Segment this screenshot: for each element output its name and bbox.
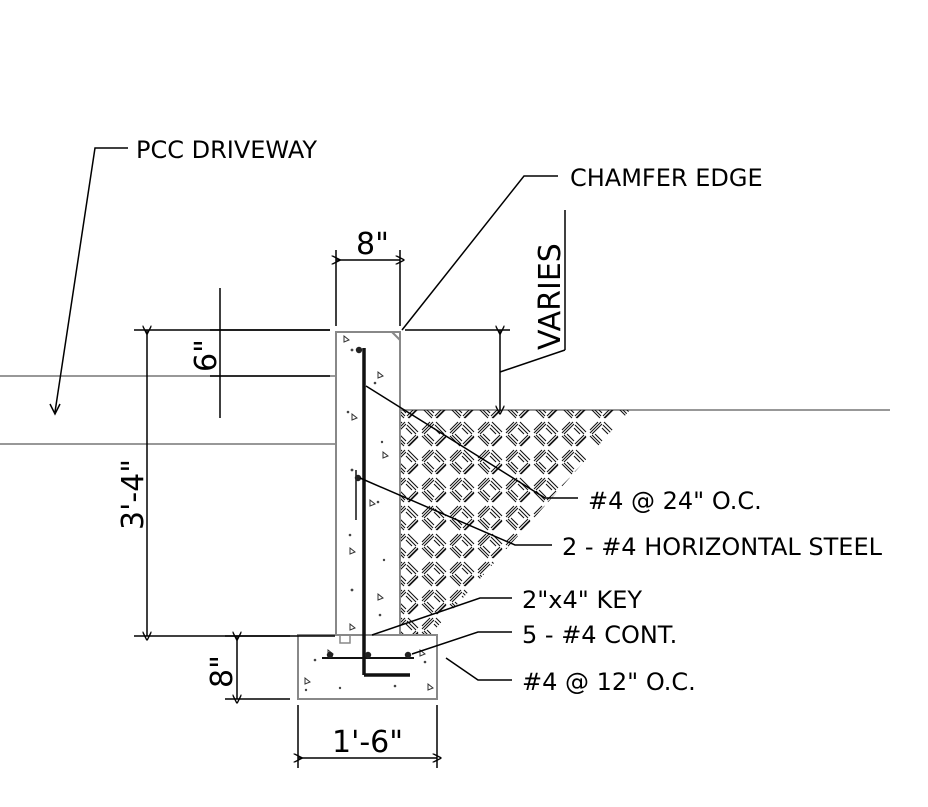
leader-footing-cont: [411, 631, 512, 655]
leader-key: [371, 597, 512, 636]
label-chamfer-edge: CHAMFER EDGE: [570, 164, 763, 192]
label-key: 2"x4" KEY: [522, 586, 642, 614]
dim-footing-depth: 8": [205, 655, 240, 688]
backfill-soil: [400, 410, 630, 635]
dim-top-offset: 6": [189, 339, 224, 372]
label-footing-bars: #4 @ 12" O.C.: [522, 668, 696, 696]
label-varies: VARIES: [533, 243, 568, 350]
label-pcc-driveway: PCC DRIVEWAY: [136, 136, 317, 164]
chamfer: [391, 331, 401, 341]
concrete-triangles: [304, 334, 434, 691]
label-vertical-bars: #4 @ 24" O.C.: [588, 487, 762, 515]
key-notch: [339, 635, 351, 644]
wall-stem: [335, 331, 401, 636]
leader-pcc-driveway: [54, 147, 128, 413]
leader-vertical-bars: [365, 385, 578, 499]
leader-horizontal-steel: [359, 477, 552, 546]
leader-footing-bars: [445, 657, 512, 681]
dim-wall-height: 3'-4": [116, 459, 151, 530]
leader-chamfer-edge: [401, 175, 558, 331]
label-horizontal-steel: 2 - #4 HORIZONTAL STEEL: [562, 533, 883, 561]
footing: [297, 634, 438, 700]
rebar-dots: [326, 346, 412, 659]
dim-wall-thickness: 8": [356, 227, 389, 262]
concrete-aggregate: [304, 348, 427, 692]
dim-footing-width: 1'-6": [332, 725, 403, 760]
label-footing-cont: 5 - #4 CONT.: [522, 621, 677, 649]
